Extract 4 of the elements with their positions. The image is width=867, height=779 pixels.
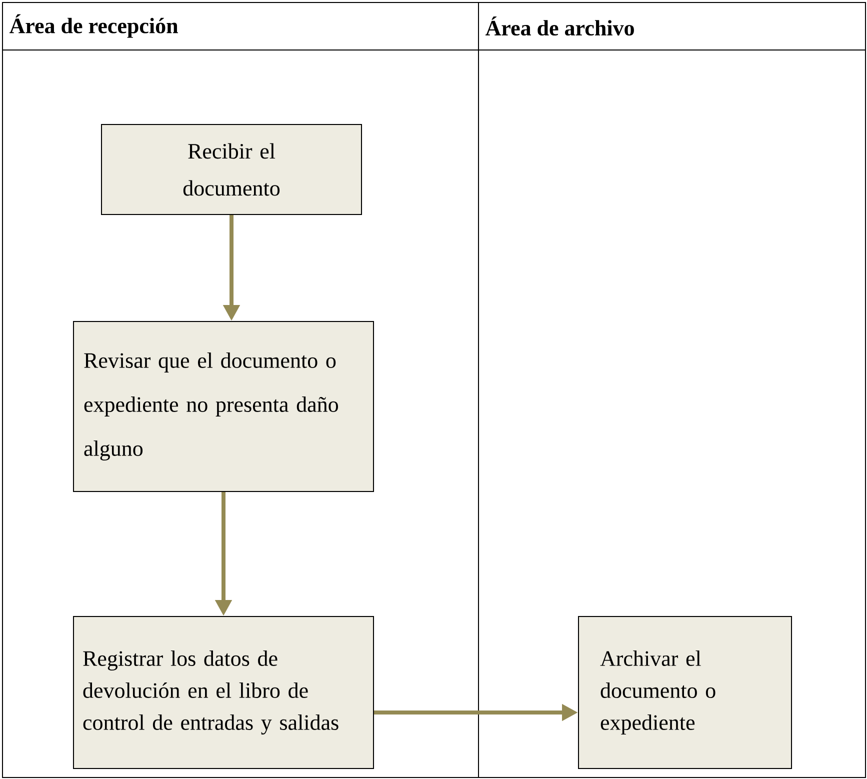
process-box: Registrar los datos de devolución en el libro de control de entradas y salidas (73, 616, 374, 769)
process-box: Revisar que el documento o expediente no presenta daño alguno (73, 321, 374, 492)
process-box: Archivar el documento o expediente (578, 616, 792, 769)
process-box: Recibir el documento (101, 124, 362, 215)
